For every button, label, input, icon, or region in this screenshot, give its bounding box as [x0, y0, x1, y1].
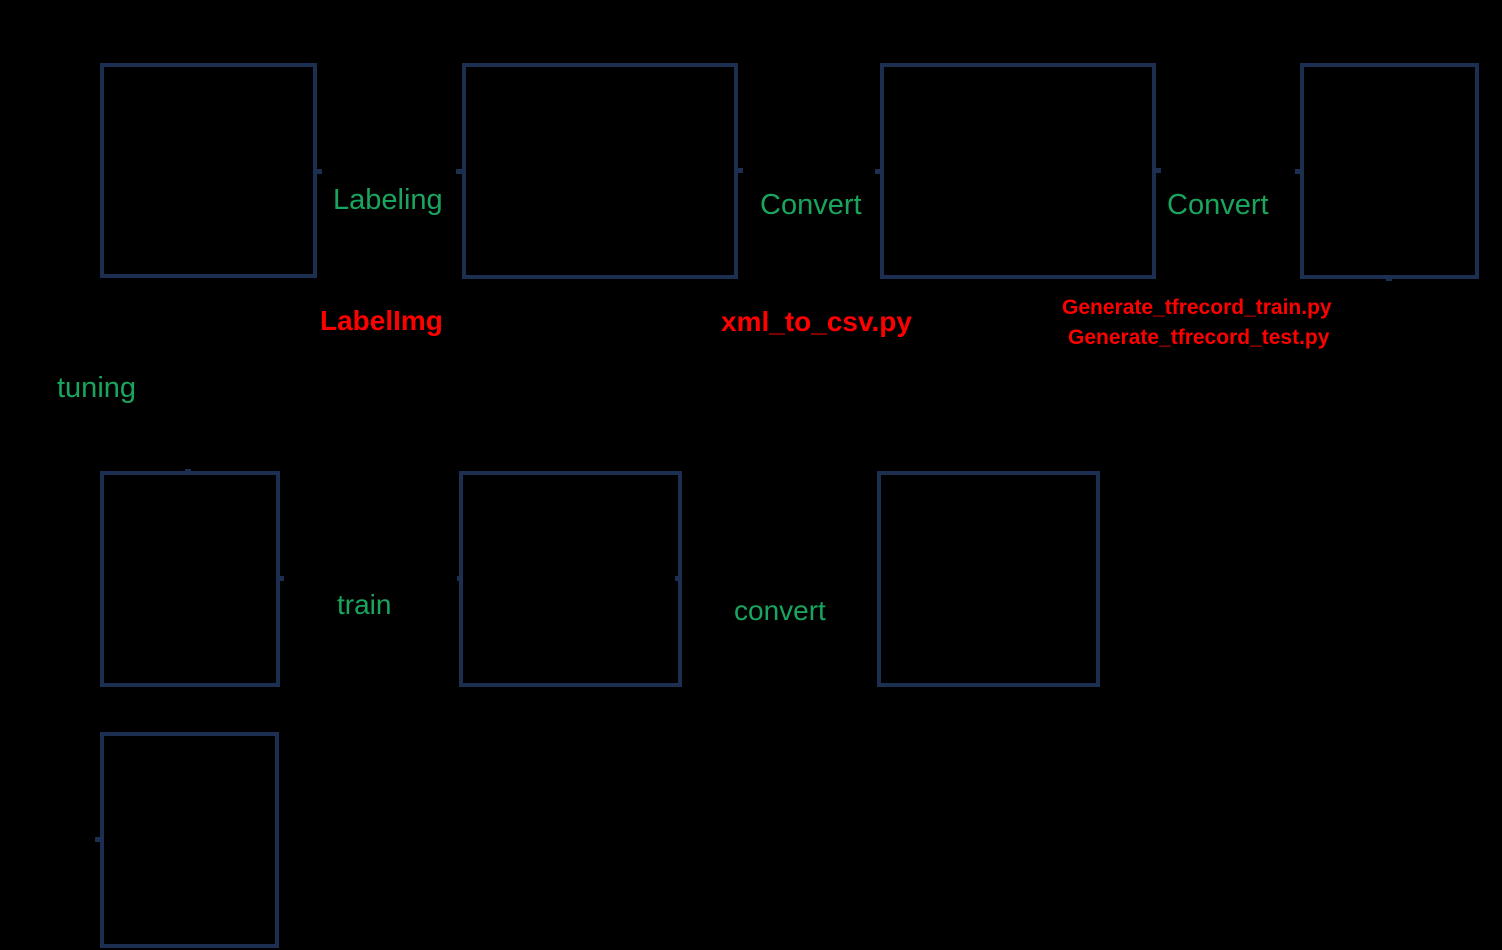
box-mid-1: [100, 471, 280, 687]
tick-box-top-1-right: [316, 169, 322, 174]
tick-box-mid-1-right: [278, 576, 284, 581]
tick-box-mid-1-top: [185, 469, 191, 474]
label-convert-2: Convert: [1167, 189, 1269, 221]
label-xml-to-csv: xml_to_csv.py: [721, 306, 912, 337]
tick-box-top-3-right: [1155, 168, 1161, 173]
box-top-3: [880, 63, 1156, 279]
box-mid-2: [459, 471, 682, 687]
label-train: train: [337, 589, 392, 620]
label-convert-3: convert: [734, 595, 826, 626]
tick-box-mid-2-right: [675, 576, 681, 581]
label-convert-1: Convert: [760, 189, 862, 221]
tick-box-top-2-left: [456, 169, 462, 174]
label-generate-tfrecord-train: Generate_tfrecord_train.py: [1062, 296, 1332, 319]
box-bottom-1: [100, 732, 279, 948]
box-top-1: [100, 63, 317, 278]
tick-box-top-3-left: [875, 169, 881, 174]
tick-box-top-2-right: [737, 168, 743, 173]
label-generate-tfrecord-test: Generate_tfrecord_test.py: [1068, 326, 1330, 349]
box-mid-3: [877, 471, 1100, 687]
tick-box-mid-2-left: [457, 576, 463, 581]
label-labelimg: LabelImg: [320, 305, 443, 336]
tick-box-top-4-left: [1295, 169, 1301, 174]
label-tuning: tuning: [57, 372, 137, 404]
tick-box-top-4-bottom: [1386, 276, 1392, 281]
tick-box-bottom-1-left: [95, 837, 101, 842]
box-top-4: [1300, 63, 1479, 279]
box-top-2: [462, 63, 738, 279]
label-labeling: Labeling: [333, 184, 443, 216]
